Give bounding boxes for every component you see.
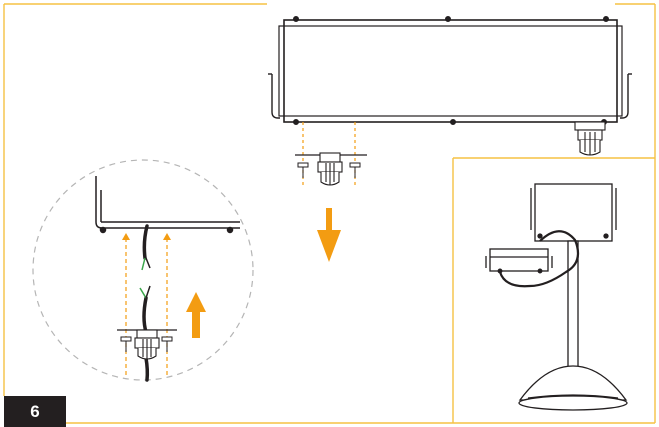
up-arrow-icon: [186, 292, 206, 338]
step-number-badge: 6: [4, 396, 66, 427]
cable-gland-icon: [134, 329, 160, 360]
controller-box-top: [268, 16, 632, 125]
guide-arrow-heads: [122, 233, 171, 240]
stand-cable: [498, 230, 580, 288]
screw-icon: [120, 336, 173, 352]
box-edge-detail: [95, 176, 240, 234]
frame-lines: [3, 3, 656, 424]
detail-circle: [32, 159, 254, 381]
inset-panel-frame: [452, 157, 655, 423]
stand-assembly: [485, 183, 628, 411]
down-arrow-icon: [317, 208, 341, 262]
screw-icon: [297, 162, 361, 178]
cable-gland-icon: [574, 121, 606, 156]
wire-ends: [139, 257, 151, 299]
cable-gland-icon: [317, 152, 343, 186]
screw-guides-detail: [125, 238, 168, 378]
